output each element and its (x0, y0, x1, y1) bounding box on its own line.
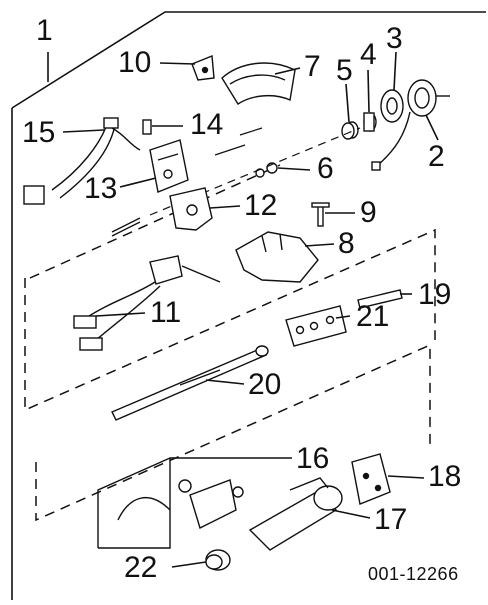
leader-5 (345, 83, 350, 123)
leader-13 (119, 177, 157, 188)
leader-20 (205, 379, 245, 385)
callout-13: 13 (84, 172, 118, 205)
callout-16: 16 (296, 442, 330, 475)
part-13-housing (149, 139, 189, 193)
part-19-fitting (357, 289, 403, 309)
callout-5: 5 (336, 54, 353, 87)
callout-1: 1 (36, 14, 53, 47)
leader-18 (387, 475, 425, 479)
callout-3: 3 (386, 22, 403, 55)
part-14-pin (142, 119, 152, 135)
callout-22: 22 (124, 551, 158, 584)
callout-4: 4 (360, 38, 377, 71)
part-7-upper-shroud (221, 62, 296, 105)
part-16-harness (97, 457, 262, 549)
callout-15: 15 (22, 116, 56, 149)
part-4-spacer (363, 112, 377, 132)
leader-22 (171, 561, 207, 568)
leader-6 (277, 167, 311, 171)
frame-lines (11, 11, 486, 600)
leader-8 (304, 243, 335, 247)
part-22-bearing (205, 549, 231, 571)
part-18-bracket (351, 453, 391, 505)
callout-2: 2 (428, 140, 445, 173)
callout-11: 11 (150, 296, 182, 329)
leader-21 (335, 315, 351, 319)
dashed-outline-lower (35, 343, 431, 522)
callout-20: 20 (248, 368, 282, 401)
callout-10: 10 (118, 46, 152, 79)
part-8-lower-shroud (235, 231, 319, 283)
callout-19: 19 (418, 278, 452, 311)
frame-top-left (11, 11, 486, 109)
part-9-pin (311, 202, 330, 227)
leader-12 (209, 205, 241, 209)
part-5-spring (341, 121, 359, 140)
dashed-outline-mid-top (29, 164, 281, 279)
part-3-ring (380, 89, 404, 123)
callout-12: 12 (244, 189, 278, 222)
part-12-lock (111, 187, 213, 237)
leader-15 (62, 129, 105, 133)
part-21-plate (285, 305, 347, 347)
leader-lines (62, 51, 439, 568)
screws-upper (214, 127, 263, 156)
dashed-outline-upper (24, 228, 436, 412)
part-15-cable (23, 117, 141, 205)
part-11-switch (73, 255, 221, 351)
dashed-outlines (24, 164, 436, 522)
centerline-upper (149, 127, 361, 216)
part-20-shaft (111, 345, 269, 421)
leader-11 (95, 312, 146, 317)
callout-14: 14 (190, 108, 224, 141)
callout-6: 6 (317, 152, 334, 185)
leader-17 (331, 509, 371, 519)
part-10-bracket (191, 55, 215, 81)
leader-10 (159, 62, 196, 65)
callout-21: 21 (356, 300, 390, 333)
leader-3 (393, 51, 397, 91)
leader-4 (367, 69, 370, 113)
callout-9: 9 (360, 196, 377, 229)
part-17-jacket (248, 477, 343, 551)
part-2-coil (371, 79, 450, 171)
callout-18: 18 (428, 460, 462, 493)
callout-17: 17 (374, 503, 408, 536)
callout-8: 8 (338, 227, 355, 260)
leader-7 (274, 67, 301, 75)
callout-7: 7 (304, 50, 321, 83)
leader-2 (425, 114, 439, 141)
figure-id: 001-12266 (368, 564, 459, 584)
